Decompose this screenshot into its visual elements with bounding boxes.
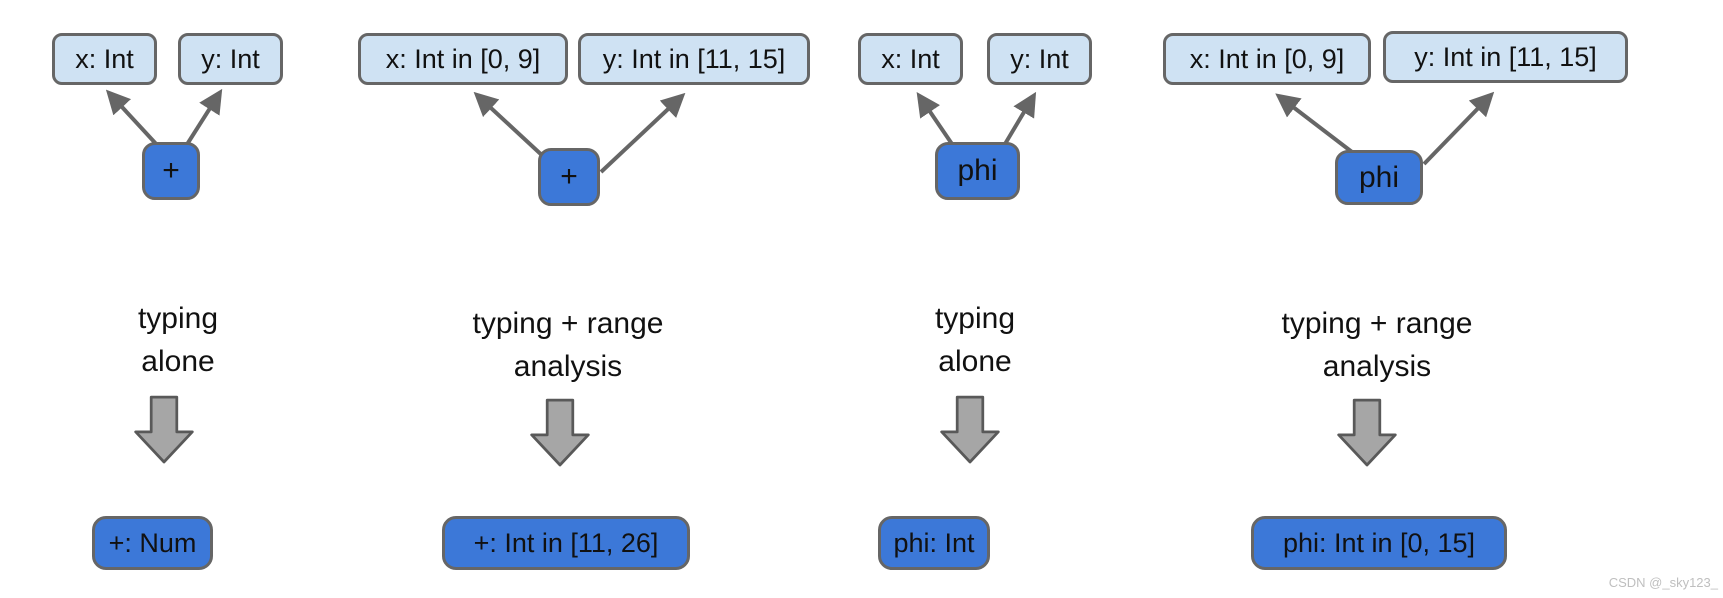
type-box-y: y: Int in [11, 15]	[578, 33, 810, 85]
type-box-y: y: Int	[178, 33, 283, 85]
result-box: phi: Int in [0, 15]	[1251, 516, 1507, 570]
edge-arrow	[184, 88, 223, 148]
analysis-label-line: typing	[137, 302, 219, 335]
result-box: +: Int in [11, 26]	[442, 516, 690, 570]
analysis-label: typing alone	[815, 297, 1135, 383]
down-block-arrow-icon	[940, 395, 1000, 464]
result-box: phi: Int	[878, 516, 990, 570]
analysis-label: typing + range analysis	[1217, 302, 1537, 388]
down-block-arrow-icon	[1337, 398, 1397, 467]
analysis-label-line: alone	[938, 345, 1012, 378]
edge-arrow	[1003, 91, 1037, 146]
type-box-x: x: Int in [0, 9]	[1163, 33, 1371, 85]
edge-arrow	[599, 92, 686, 174]
operator-box-plus: +	[142, 142, 200, 200]
operator-box-plus: +	[538, 148, 600, 206]
type-box-x: x: Int in [0, 9]	[358, 33, 568, 85]
type-box-y: y: Int	[987, 33, 1092, 85]
type-box-x: x: Int	[52, 33, 157, 85]
analysis-label-line: alone	[141, 345, 215, 378]
operator-box-phi: phi	[1335, 150, 1423, 205]
operator-box-phi: phi	[935, 142, 1020, 200]
analysis-label: typing alone	[18, 297, 338, 383]
edge-arrow	[473, 91, 547, 160]
edge-arrow	[105, 89, 160, 148]
down-block-arrow-icon	[134, 395, 194, 464]
edge-arrow	[1275, 93, 1354, 154]
type-box-y: y: Int in [11, 15]	[1383, 31, 1628, 83]
edge-arrow	[1422, 91, 1495, 166]
result-box: +: Num	[92, 516, 213, 570]
analysis-label: typing + range analysis	[408, 302, 728, 388]
analysis-label-line: analysis	[1322, 350, 1432, 383]
watermark-text: CSDN @_sky123_	[1608, 575, 1718, 590]
type-box-x: x: Int	[858, 33, 963, 85]
analysis-label-line: typing + range	[472, 307, 664, 340]
down-block-arrow-icon	[530, 398, 590, 467]
analysis-label-line: typing + range	[1281, 307, 1473, 340]
analysis-label-line: analysis	[513, 350, 623, 383]
edge-arrow	[916, 92, 954, 146]
analysis-label-line: typing	[934, 302, 1016, 335]
